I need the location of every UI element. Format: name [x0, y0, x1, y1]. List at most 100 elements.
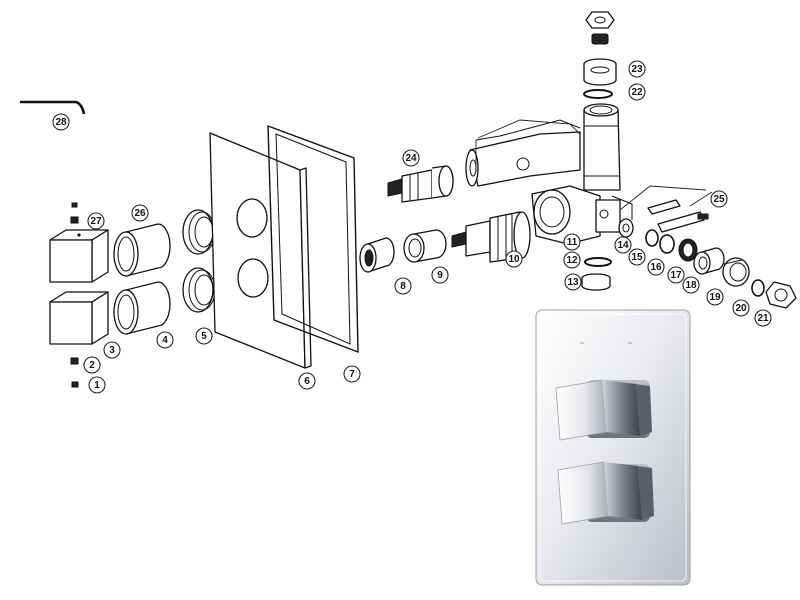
callout-number: 6: [304, 376, 310, 387]
callout-circle: [156, 331, 174, 349]
callout-circle: [628, 248, 646, 266]
callout-number: 1: [94, 380, 100, 391]
callout-number: 18: [685, 280, 697, 291]
callout-number: 20: [735, 303, 747, 314]
part-shrouds: [113, 223, 171, 335]
part-check-valves: [475, 119, 713, 233]
callout-circle: [647, 258, 665, 276]
callout-circle: [628, 60, 646, 78]
callout-24: 24: [402, 149, 420, 167]
callout-circle: [298, 372, 316, 390]
part-adaptor: [359, 237, 395, 273]
part-collars: [182, 209, 216, 313]
callout-15: 15: [628, 248, 646, 266]
callout-circle: [88, 376, 106, 394]
callout-27: 27: [87, 212, 105, 230]
callout-21: 21: [754, 309, 772, 327]
callout-circle: [563, 251, 581, 269]
callout-circle: [83, 356, 101, 374]
callout-number: 5: [201, 331, 207, 342]
part-grub-screws: [70, 202, 79, 388]
callout-circle: [710, 190, 728, 208]
part-valve-body: [465, 103, 633, 245]
callout-number: 15: [631, 252, 643, 263]
callout-22: 22: [628, 83, 646, 101]
callout-1: 1: [88, 376, 106, 394]
callout-number: 27: [90, 216, 102, 227]
callout-number: 21: [757, 313, 769, 324]
callout-number: 7: [349, 369, 355, 380]
part-gasket: [267, 124, 359, 354]
callout-circle: [343, 365, 361, 383]
callout-23: 23: [628, 60, 646, 78]
part-flow-cartridge: [387, 165, 454, 203]
callout-circle: [563, 233, 581, 251]
callout-number: 16: [650, 262, 662, 273]
callout-17: 17: [667, 266, 685, 284]
thermostatic-shower-valve-photo: [535, 309, 691, 586]
callout-19: 19: [706, 288, 724, 306]
part-nuts-washers: [581, 58, 617, 291]
callout-7: 7: [343, 365, 361, 383]
callout-4: 4: [156, 331, 174, 349]
callout-number: 17: [670, 270, 682, 281]
callout-3: 3: [103, 341, 121, 359]
callout-circle: [52, 113, 70, 131]
callout-number: 23: [631, 64, 643, 75]
part-top-nut: [585, 11, 615, 45]
part-square-handles: [49, 229, 109, 345]
callout-10: 10: [505, 250, 523, 268]
callout-number: 10: [508, 254, 520, 265]
callout-circle: [614, 236, 632, 254]
part-cover-plate: [209, 132, 312, 369]
part-allen-key: [20, 100, 86, 115]
callout-26: 26: [131, 204, 149, 222]
callout-circle: [754, 309, 772, 327]
callout-circle: [667, 266, 685, 284]
callout-circle: [131, 204, 149, 222]
callout-number: 12: [566, 255, 578, 266]
callout-number: 9: [437, 270, 443, 281]
callout-9: 9: [431, 266, 449, 284]
callout-circle: [628, 83, 646, 101]
callout-number: 4: [162, 335, 168, 346]
part-sleeve: [403, 229, 447, 263]
callout-14: 14: [614, 236, 632, 254]
callout-number: 11: [567, 237, 578, 248]
callout-number: 2: [89, 360, 95, 371]
callout-circle: [87, 212, 105, 230]
callout-circle: [706, 288, 724, 306]
callout-circle: [394, 277, 412, 295]
callout-5: 5: [195, 327, 213, 345]
callout-8: 8: [394, 277, 412, 295]
callout-25: 25: [710, 190, 728, 208]
callout-number: 24: [405, 153, 417, 164]
callout-circle: [564, 273, 582, 291]
callout-13: 13: [564, 273, 582, 291]
callout-number: 13: [567, 277, 579, 288]
callout-20: 20: [732, 299, 750, 317]
callout-number: 25: [713, 194, 725, 205]
callout-circle: [431, 266, 449, 284]
callout-circle: [505, 250, 523, 268]
callout-18: 18: [682, 276, 700, 294]
callout-number: 8: [400, 281, 406, 292]
callout-number: 22: [631, 87, 643, 98]
callout-11: 11: [563, 233, 581, 251]
callout-12: 12: [563, 251, 581, 269]
callout-number: 28: [55, 117, 67, 128]
callout-number: 26: [134, 208, 146, 219]
callout-number: 14: [617, 240, 629, 251]
callout-circle: [195, 327, 213, 345]
callout-16: 16: [647, 258, 665, 276]
callout-6: 6: [298, 372, 316, 390]
callout-circle: [103, 341, 121, 359]
callout-circle: [402, 149, 420, 167]
callout-number: 19: [709, 292, 721, 303]
callout-circle: [682, 276, 700, 294]
callout-2: 2: [83, 356, 101, 374]
callout-28: 28: [52, 113, 70, 131]
